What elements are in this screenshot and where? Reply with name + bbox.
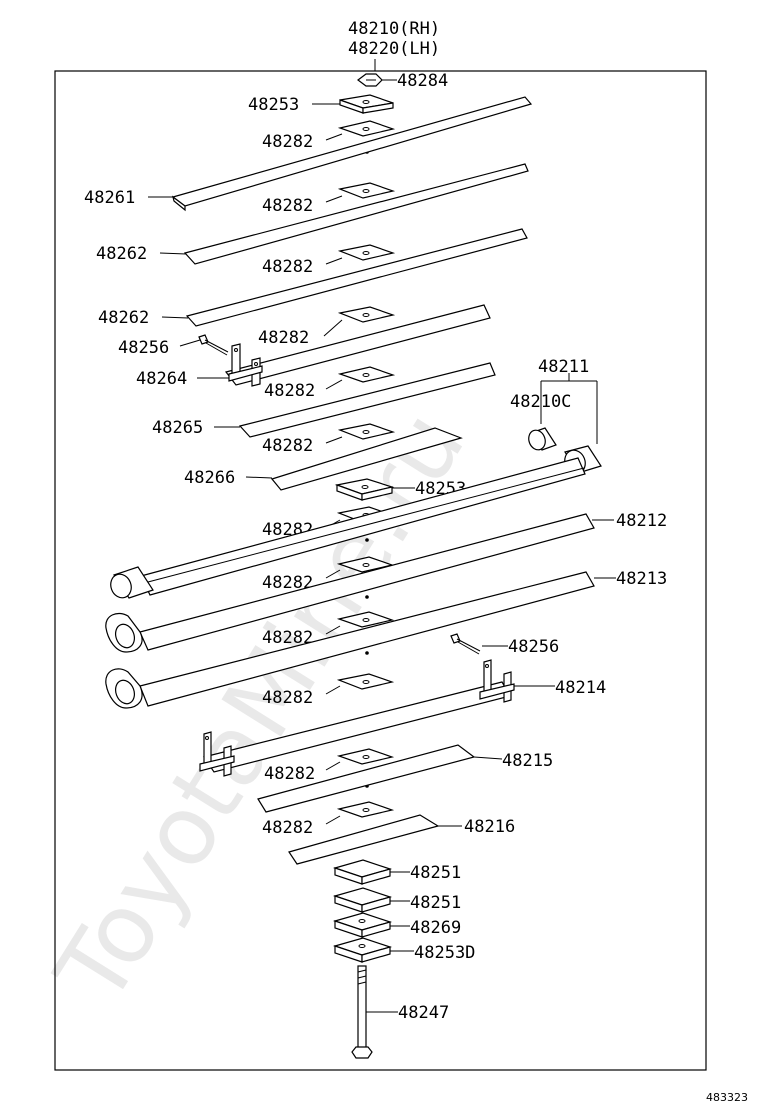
label-48284: 48284 — [397, 71, 448, 91]
label-48262-a: 48262 — [96, 244, 147, 264]
figure-number: 483323 — [706, 1091, 748, 1104]
leaf-48262-a — [183, 163, 529, 265]
main-leaf-lower — [105, 571, 595, 709]
pad-48282-11 — [336, 748, 395, 765]
pad-48282-3 — [337, 244, 396, 261]
plate-48253-top — [339, 94, 394, 114]
pad-48282-9 — [336, 611, 395, 628]
label-48269: 48269 — [410, 918, 461, 938]
label-48282-12: 48282 — [262, 818, 313, 838]
pad-48282-12 — [336, 801, 395, 818]
label-48282-2: 48282 — [262, 196, 313, 216]
label-48253-top: 48253 — [248, 95, 299, 115]
label-48282-9: 48282 — [262, 628, 313, 648]
label-48282-11: 48282 — [264, 764, 315, 784]
label-48211: 48211 — [538, 357, 589, 377]
plate-48253-mid — [334, 478, 395, 501]
label-48212: 48212 — [616, 511, 667, 531]
leaf-48266 — [270, 427, 463, 491]
bolt-48256-a — [198, 334, 229, 356]
label-48215: 48215 — [502, 751, 553, 771]
label-48251-a: 48251 — [410, 863, 461, 883]
main-leaf-48213 — [105, 513, 595, 653]
label-48282-1: 48282 — [262, 132, 313, 152]
leaf-48262-b — [185, 228, 528, 327]
label-48213: 48213 — [616, 569, 667, 589]
label-48265: 48265 — [152, 418, 203, 438]
main-leaf-48212 — [110, 457, 586, 599]
label-48282-5: 48282 — [264, 381, 315, 401]
label-48253d: 48253D — [414, 943, 475, 963]
nut-48284 — [357, 73, 383, 87]
label-48251-b: 48251 — [410, 893, 461, 913]
plate-48251-b — [332, 887, 393, 913]
label-48282-4: 48282 — [258, 328, 309, 348]
leaf-48214 — [199, 659, 515, 777]
label-48266: 48266 — [184, 468, 235, 488]
plate-48253d — [332, 937, 393, 963]
label-48256-a: 48256 — [118, 338, 169, 358]
label-48264: 48264 — [136, 369, 187, 389]
pad-48282-6 — [337, 423, 396, 440]
label-48282-3: 48282 — [262, 257, 313, 277]
label-48216: 48216 — [464, 817, 515, 837]
pad-48282-4 — [337, 306, 396, 323]
label-48282-8: 48282 — [262, 573, 313, 593]
bushing-48210c — [528, 427, 557, 451]
assembly-part-number-rh: 48210(RH) — [348, 19, 440, 39]
leaf-48265 — [238, 362, 496, 438]
label-48261: 48261 — [84, 188, 135, 208]
leaf-48264-carrier — [224, 304, 491, 386]
clip-48264 — [228, 343, 263, 387]
label-48262-b: 48262 — [98, 308, 149, 328]
assembly-part-number-lh: 48220(LH) — [348, 39, 440, 59]
bolt-48256-b — [450, 633, 481, 655]
label-48247: 48247 — [398, 1003, 449, 1023]
label-48214: 48214 — [555, 678, 606, 698]
center-bolt-48247 — [351, 965, 373, 1059]
pad-48282-2 — [337, 182, 396, 199]
plate-48251-a — [332, 859, 393, 885]
label-48256-b: 48256 — [508, 637, 559, 657]
plate-48269 — [332, 912, 393, 938]
label-48282-10: 48282 — [262, 688, 313, 708]
pad-48282-10 — [336, 673, 395, 690]
label-48282-6: 48282 — [262, 436, 313, 456]
label-48210c: 48210C — [510, 392, 571, 412]
pad-48282-1 — [337, 120, 396, 137]
pad-48282-5 — [337, 366, 396, 383]
diagram-frame — [54, 70, 707, 1071]
leaf-48261 — [171, 96, 533, 212]
